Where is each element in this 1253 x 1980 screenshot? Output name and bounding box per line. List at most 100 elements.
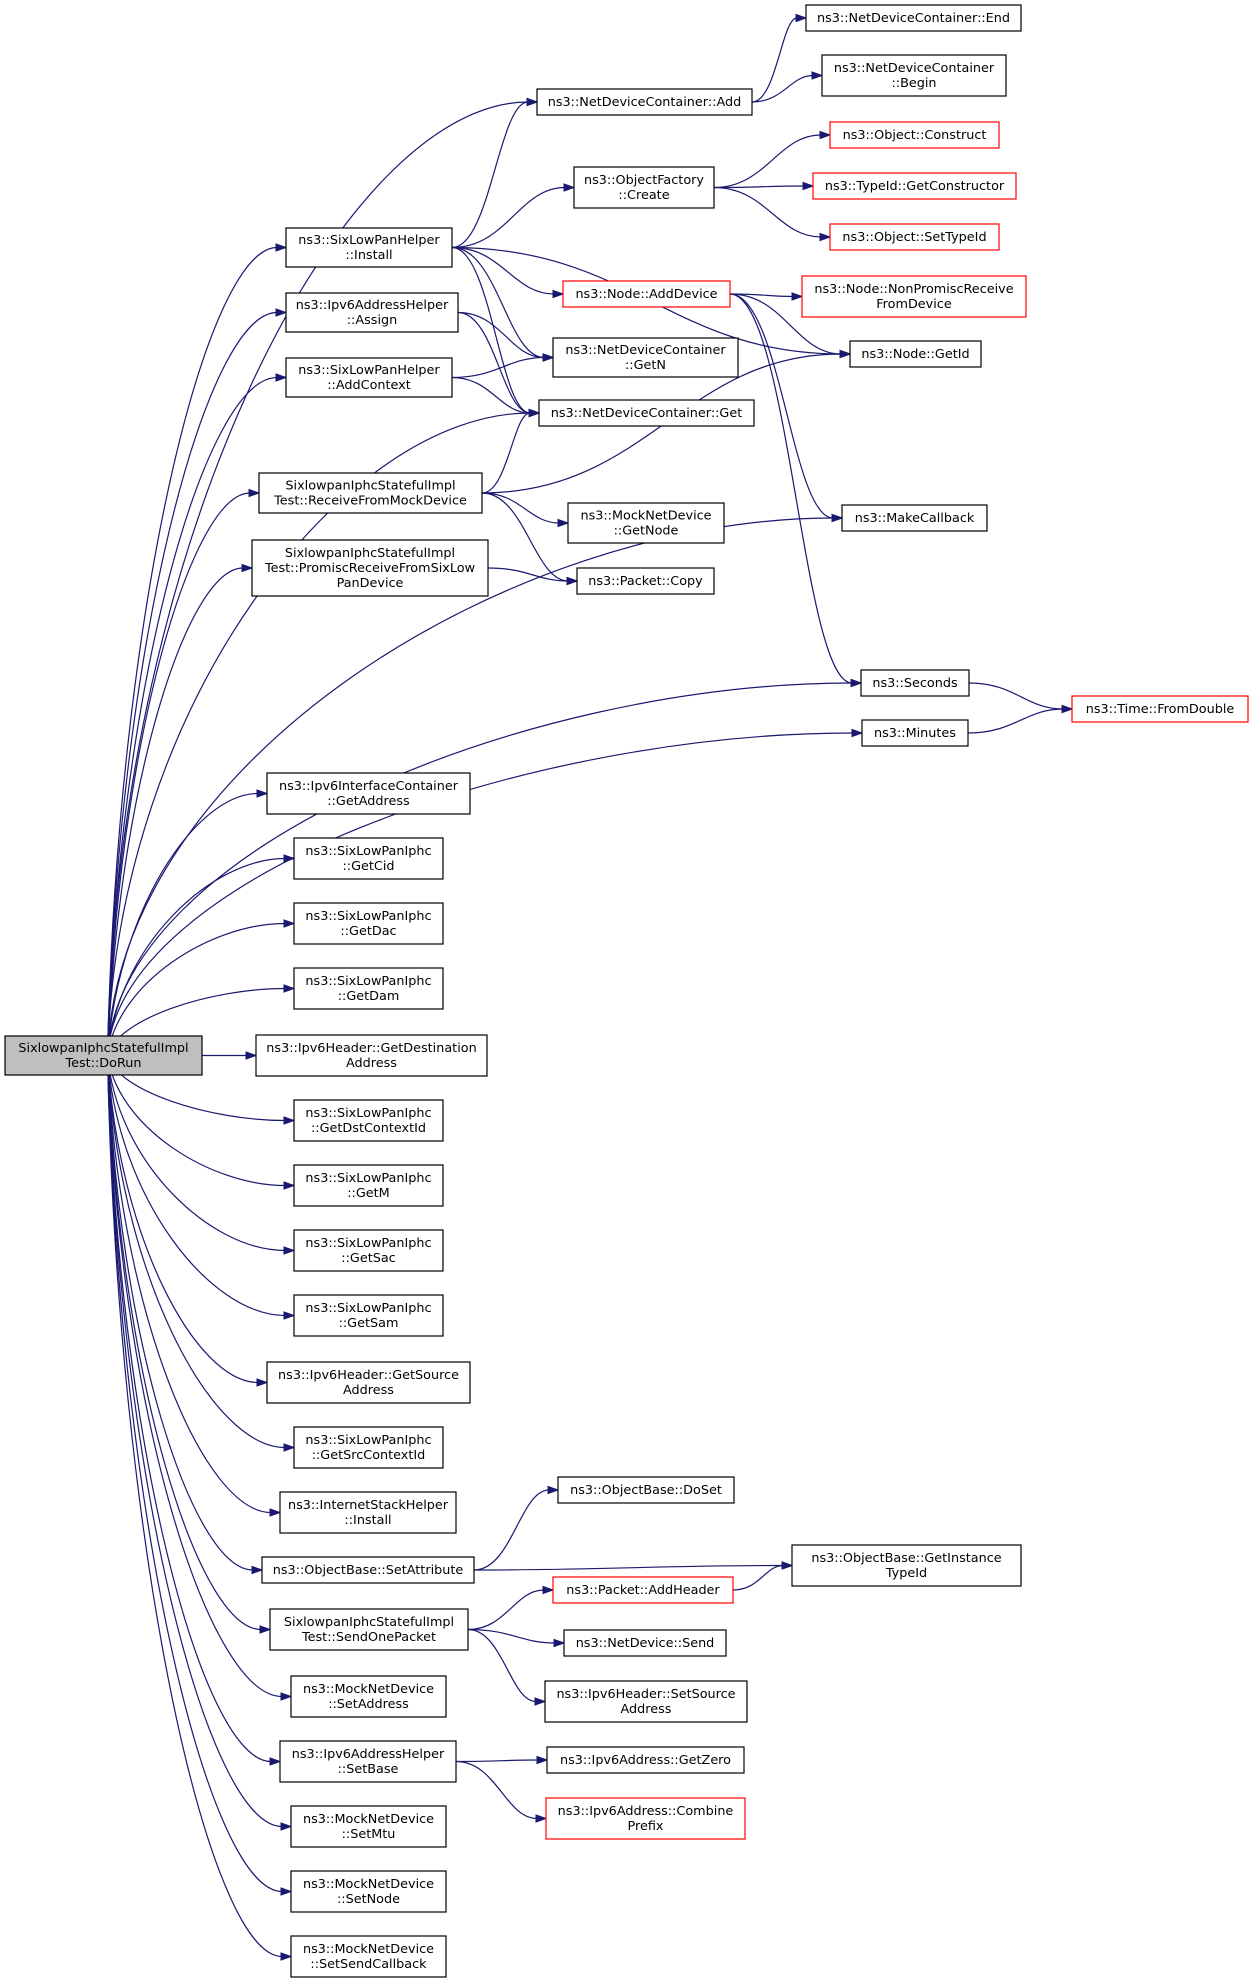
node-of-create[interactable]: ns3::ObjectFactory::Create bbox=[573, 166, 715, 209]
node-label: ns3::NetDeviceContainer::Get bbox=[551, 406, 743, 421]
node-slpi-getm[interactable]: ns3::SixLowPanIphc::GetM bbox=[293, 1164, 444, 1207]
arrowhead bbox=[283, 1246, 296, 1255]
node-label: ns3::MockNetDevice bbox=[303, 1877, 434, 1892]
node-send-one[interactable]: SixlowpanIphcStatefulImplTest::SendOnePa… bbox=[269, 1608, 469, 1651]
arrowhead bbox=[552, 289, 565, 299]
node-promisc-recv[interactable]: SixlowpanIphcStatefulImplTest::PromiscRe… bbox=[251, 539, 489, 597]
node-mnd-setsendcb[interactable]: ns3::MockNetDevice::SetSendCallback bbox=[290, 1935, 447, 1978]
node-label: ns3::MockNetDevice bbox=[303, 1812, 434, 1827]
node-mnd-setmtu[interactable]: ns3::MockNetDevice::SetMtu bbox=[290, 1805, 447, 1848]
node-nd-end[interactable]: ns3::NetDeviceContainer::End bbox=[805, 4, 1022, 32]
node-ipv6a-getzero[interactable]: ns3::Ipv6Address::GetZero bbox=[546, 1746, 745, 1774]
node-recv-mock[interactable]: SixlowpanIphcStatefulImplTest::ReceiveFr… bbox=[258, 472, 483, 514]
arrowhead bbox=[802, 181, 815, 191]
node-nd-begin[interactable]: ns3::NetDeviceContainer::Begin bbox=[821, 54, 1007, 97]
node-slpi-getdam[interactable]: ns3::SixLowPanIphc::GetDam bbox=[293, 967, 444, 1010]
node-box bbox=[829, 223, 1000, 251]
edge-slph_install-to-ndc_get bbox=[451, 246, 541, 418]
edge-line bbox=[732, 1564, 784, 1591]
node-nd-add[interactable]: ns3::NetDeviceContainer::Add bbox=[536, 88, 753, 116]
node-label: ns3::SixLowPanHelper bbox=[298, 363, 440, 378]
node-seconds[interactable]: ns3::Seconds bbox=[860, 669, 970, 697]
edge-line bbox=[106, 1055, 262, 1631]
node-ipv6ic-getaddress[interactable]: ns3::Ipv6InterfaceContainer::GetAddress bbox=[266, 772, 471, 815]
node-packet-copy[interactable]: ns3::Packet::Copy bbox=[576, 567, 715, 595]
node-slpi-getsam[interactable]: ns3::SixLowPanIphc::GetSam bbox=[293, 1294, 444, 1337]
node-ipv6ah-setbase[interactable]: ns3::Ipv6AddressHelper::SetBase bbox=[279, 1740, 457, 1783]
arrowhead bbox=[283, 1181, 296, 1190]
edge-ipv6ah_assign-to-ndc_get bbox=[457, 311, 541, 418]
node-nd-send[interactable]: ns3::NetDevice::Send bbox=[563, 1629, 727, 1657]
node-box bbox=[861, 719, 969, 747]
node-ob-doset[interactable]: ns3::ObjectBase::DoSet bbox=[557, 1476, 735, 1504]
node-label: ::Begin bbox=[891, 76, 936, 91]
node-slpi-getdstctx[interactable]: ns3::SixLowPanIphc::GetDstContextId bbox=[293, 1099, 444, 1142]
node-mnd-setaddress[interactable]: ns3::MockNetDevice::SetAddress bbox=[290, 1675, 447, 1718]
node-mnd-getnode[interactable]: ns3::MockNetDevice::GetNode bbox=[567, 502, 725, 544]
edge-line bbox=[106, 1055, 286, 1252]
edge-line bbox=[106, 682, 853, 1056]
node-slpi-getdac[interactable]: ns3::SixLowPanIphc::GetDac bbox=[293, 902, 444, 945]
edge-of_create-to-obj_construct bbox=[713, 130, 832, 189]
node-label: ns3::NetDeviceContainer::Add bbox=[548, 95, 741, 110]
node-box bbox=[1071, 695, 1249, 723]
arrowhead bbox=[528, 408, 541, 418]
node-typeid-getctor[interactable]: ns3::TypeId::GetConstructor bbox=[812, 172, 1017, 200]
edge-line bbox=[106, 792, 259, 1056]
node-slpi-getsrcctx[interactable]: ns3::SixLowPanIphc::GetSrcContextId bbox=[293, 1426, 444, 1469]
node-ipv6ah-assign[interactable]: ns3::Ipv6AddressHelper::Assign bbox=[285, 292, 459, 333]
node-label: ns3::NetDevice::Send bbox=[576, 1636, 715, 1651]
edge-root-to-slpi_getcid bbox=[106, 854, 296, 1056]
node-node-getid[interactable]: ns3::Node::GetId bbox=[849, 340, 982, 368]
arrowhead bbox=[248, 488, 261, 498]
node-label: ::Install bbox=[344, 1513, 391, 1528]
node-box bbox=[829, 121, 1000, 149]
arrowhead bbox=[275, 243, 288, 252]
node-box bbox=[841, 504, 988, 532]
node-label: Address bbox=[343, 1383, 394, 1398]
node-slph-addcontext[interactable]: ns3::SixLowPanHelper::AddContext bbox=[285, 357, 453, 398]
node-time-fromdouble[interactable]: ns3::Time::FromDouble bbox=[1071, 695, 1249, 723]
node-makecallback[interactable]: ns3::MakeCallback bbox=[841, 504, 988, 532]
node-ob-setattr[interactable]: ns3::ObjectBase::SetAttribute bbox=[261, 1556, 475, 1584]
edge-root-to-recv_mock bbox=[106, 488, 261, 1056]
arrowhead bbox=[245, 1051, 258, 1060]
edge-root-to-ish_install bbox=[106, 1055, 282, 1517]
arrowhead bbox=[526, 97, 539, 107]
node-slpi-getsac[interactable]: ns3::SixLowPanIphc::GetSac bbox=[293, 1229, 444, 1272]
node-minutes[interactable]: ns3::Minutes bbox=[861, 719, 969, 747]
edge-slph_addcontext-to-ndc_getn bbox=[451, 353, 555, 379]
node-slpi-getcid[interactable]: ns3::SixLowPanIphc::GetCid bbox=[293, 837, 444, 880]
edge-root-to-slpi_getsac bbox=[106, 1055, 296, 1255]
node-mnd-setnode[interactable]: ns3::MockNetDevice::SetNode bbox=[290, 1870, 447, 1913]
node-ndc-getn[interactable]: ns3::NetDeviceContainer::GetN bbox=[552, 337, 739, 378]
node-obj-construct[interactable]: ns3::Object::Construct bbox=[829, 121, 1000, 149]
edge-ob_setattr-to-ob_doset bbox=[473, 1485, 560, 1571]
node-ndc-get[interactable]: ns3::NetDeviceContainer::Get bbox=[538, 399, 755, 427]
node-ish-install[interactable]: ns3::InternetStackHelper::Install bbox=[279, 1491, 457, 1534]
node-box bbox=[258, 472, 483, 514]
node-box bbox=[293, 1164, 444, 1207]
arrowhead bbox=[542, 353, 555, 362]
node-label: ns3::SixLowPanIphc bbox=[305, 844, 431, 859]
node-label: Test::ReceiveFromMockDevice bbox=[273, 494, 467, 509]
node-label: ::AddContext bbox=[327, 378, 411, 393]
node-packet-addheader[interactable]: ns3::Packet::AddHeader bbox=[552, 1576, 734, 1604]
node-label: ns3::SixLowPanIphc bbox=[305, 974, 431, 989]
edge-root-to-mnd_setaddress bbox=[106, 1055, 293, 1701]
node-obj-settypeid[interactable]: ns3::Object::SetTypeId bbox=[829, 223, 1000, 251]
node-slph-install[interactable]: ns3::SixLowPanHelper::Install bbox=[285, 227, 453, 268]
node-box bbox=[255, 1034, 488, 1077]
arrowhead bbox=[557, 518, 570, 528]
edge-recv_mock-to-mnd_getnode bbox=[481, 492, 570, 528]
edge-ipv6ah_setbase-to-ipv6a_combine bbox=[455, 1760, 548, 1823]
node-label: ns3::Ipv6Header::GetSource bbox=[278, 1368, 459, 1383]
node-node-adddevice[interactable]: ns3::Node::AddDevice bbox=[562, 280, 731, 308]
node-label: ns3::Node::GetId bbox=[861, 347, 969, 362]
